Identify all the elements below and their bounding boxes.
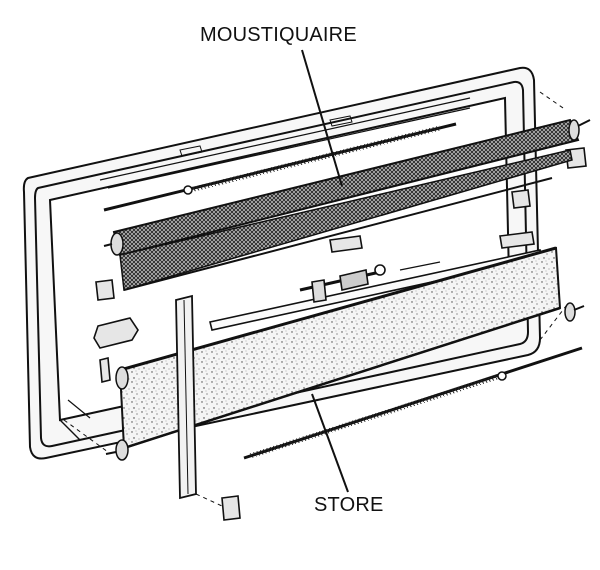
vertical-guide-rail	[175, 294, 197, 500]
lower-rod	[243, 346, 583, 460]
upper-rod	[103, 122, 457, 212]
mosquito-screen-roller	[103, 118, 591, 291]
store-label: STORE	[314, 494, 384, 516]
right-brackets	[329, 147, 587, 253]
assembly-lines	[63, 91, 567, 507]
left-clips	[93, 279, 139, 384]
store-leader-line	[311, 393, 349, 493]
bottom-clip	[221, 495, 241, 521]
moustiquaire-leader-line	[301, 49, 343, 187]
moustiquaire-label: MOUSTIQUAIRE	[200, 24, 357, 46]
window-frame	[22, 66, 542, 460]
